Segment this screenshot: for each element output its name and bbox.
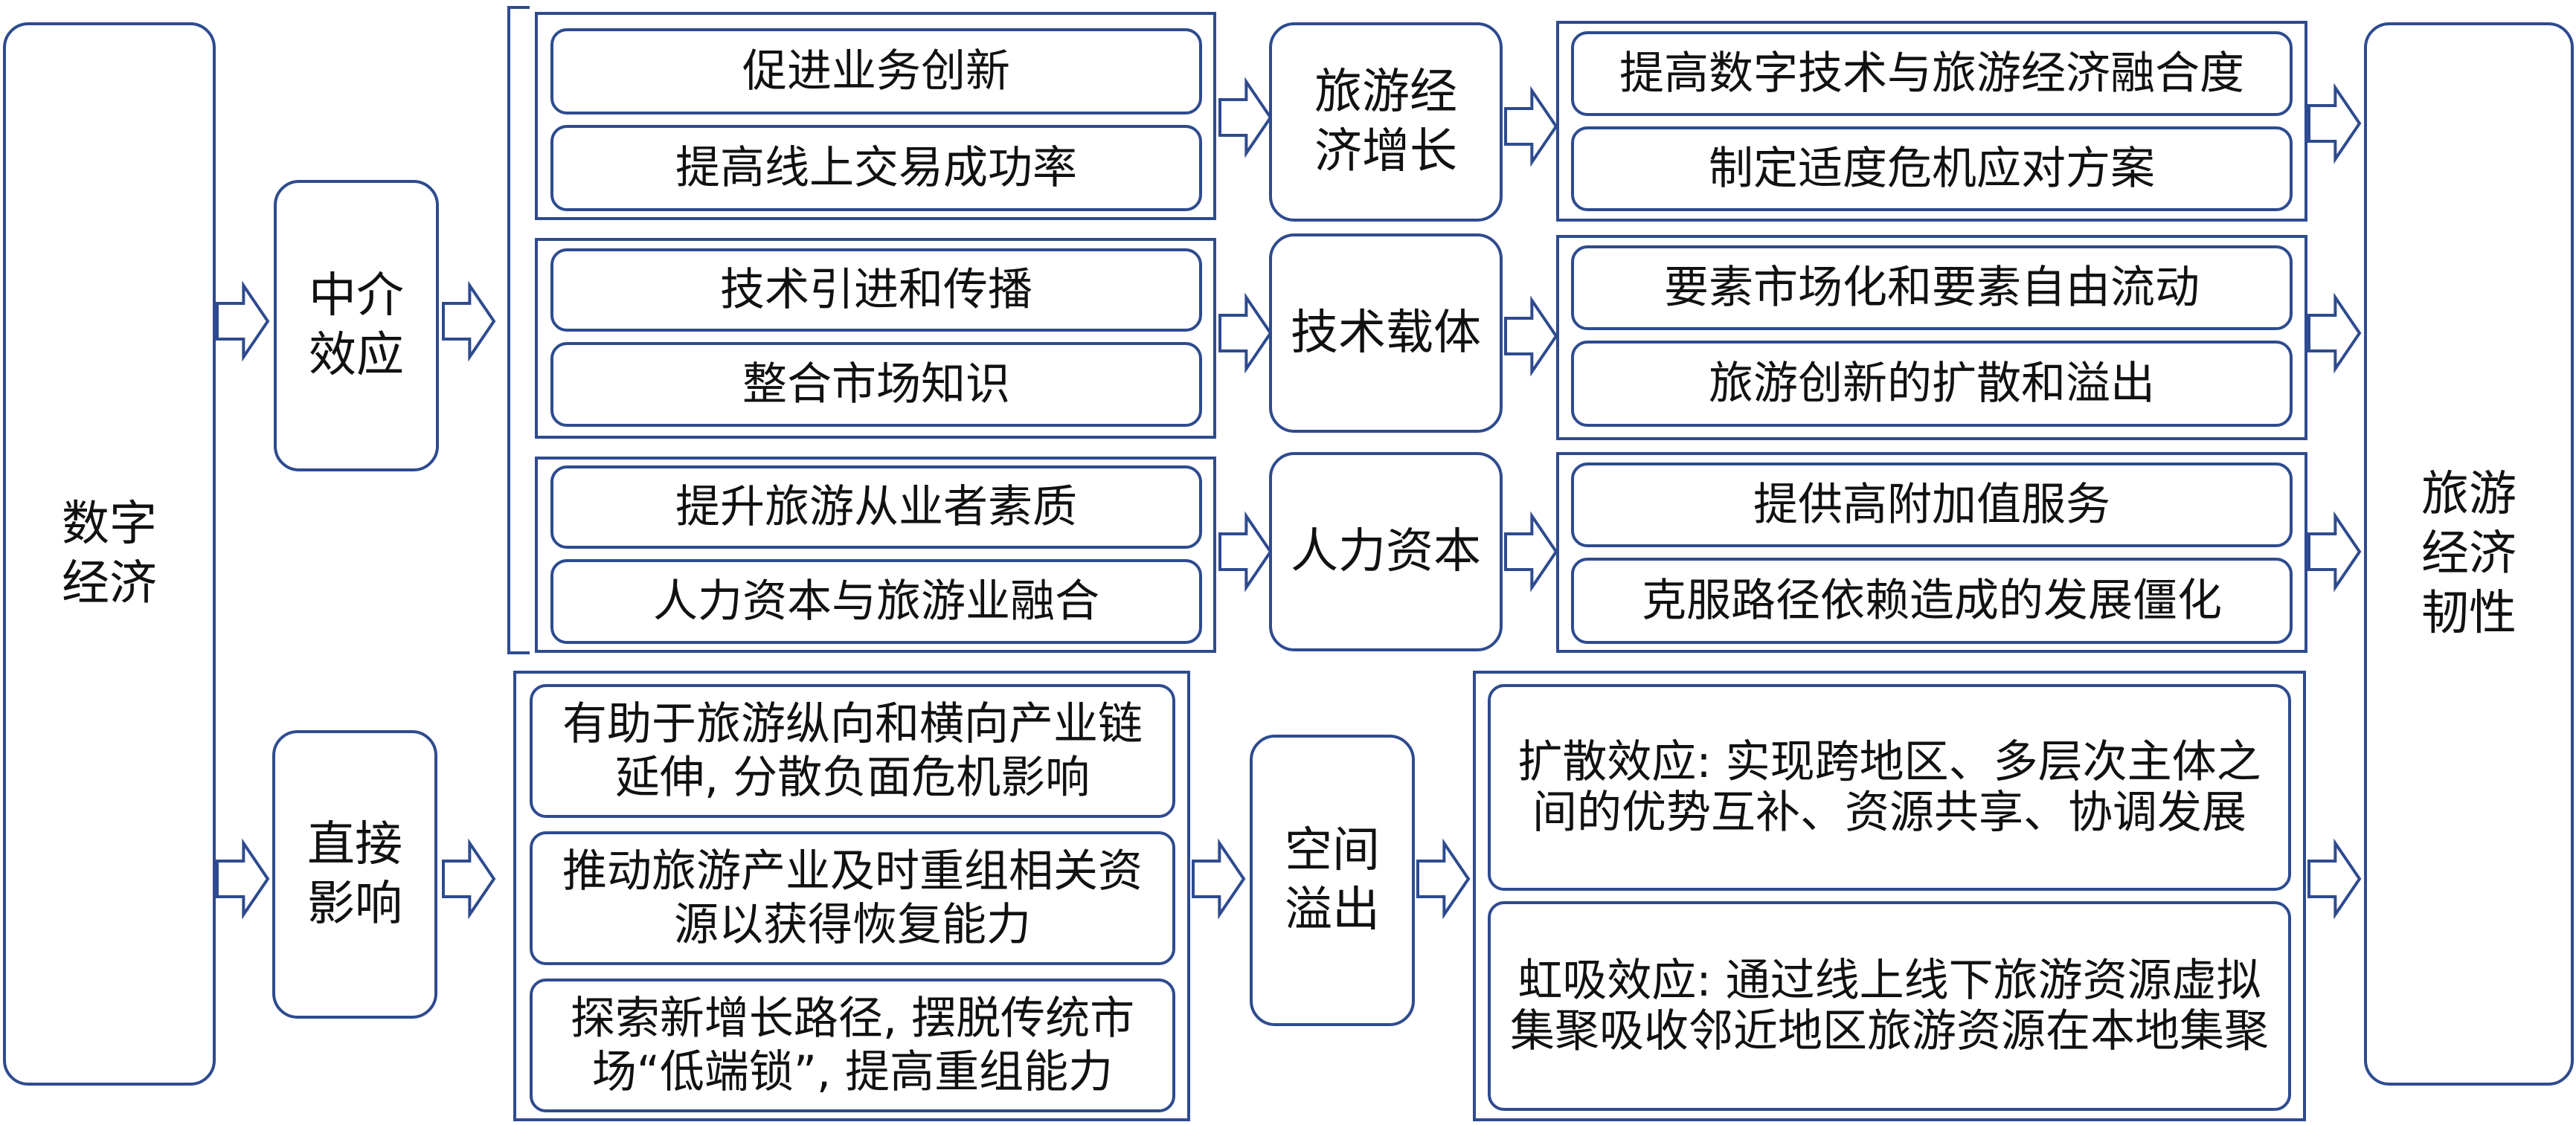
tech-output-text: 旅游创新的扩散和溢出 <box>1709 358 2155 410</box>
hollow-arrow <box>442 838 496 920</box>
digital-economy-label: 数字经济 <box>62 497 157 611</box>
spillover-output-text: 扩散效应: 实现跨地区、多层次主体之间的优势互补、资源共享、协调发展 <box>1517 736 2261 839</box>
tech-output-frame <box>1556 235 2307 440</box>
spatial-spillover-label: 空间溢出 <box>1285 823 1380 938</box>
growth-output-text: 提高数字技术与旅游经济融合度 <box>1619 48 2244 100</box>
spillover-output-frame <box>1473 671 2306 1121</box>
growth-output-item: 提高数字技术与旅游经济融合度 <box>1571 31 2293 116</box>
tech-output-item: 旅游创新的扩散和溢出 <box>1571 341 2293 427</box>
growth-output-text: 制定适度危机应对方案 <box>1709 143 2155 195</box>
hollow-arrow <box>2307 83 2362 164</box>
hollow-arrow <box>442 280 496 362</box>
hc-output-text: 提供高附加值服务 <box>1753 479 2110 531</box>
hc-output-text: 克服路径依赖造成的发展僵化 <box>1642 575 2222 627</box>
growth-output-item: 制定适度危机应对方案 <box>1571 126 2293 211</box>
spatial-spillover-node: 空间溢出 <box>1250 735 1415 1026</box>
hc-input-text: 提升旅游从业者素质 <box>675 481 1077 533</box>
hollow-arrow <box>1416 838 1471 920</box>
hollow-arrow <box>216 838 270 920</box>
tech-carrier-label: 技术载体 <box>1291 306 1481 361</box>
hollow-arrow <box>2307 292 2362 374</box>
mediating-bracket <box>507 6 530 654</box>
mediating-effect-node: 中介效应 <box>274 180 439 471</box>
growth-input-text: 提高线上交易成功率 <box>675 142 1077 194</box>
spillover-output-item: 扩散效应: 实现跨地区、多层次主体之间的优势互补、资源共享、协调发展 <box>1488 684 2291 891</box>
tech-input-item: 整合市场知识 <box>550 342 1202 427</box>
hollow-arrow <box>1192 838 1246 920</box>
tourism-resilience-node: 旅游经济韧性 <box>2364 22 2574 1086</box>
human-capital-node: 人力资本 <box>1269 452 1503 651</box>
tech-carrier-node: 技术载体 <box>1269 233 1503 433</box>
direct-input-frame <box>513 671 1190 1121</box>
hc-output-frame <box>1556 452 2307 653</box>
hc-input-item: 人力资本与旅游业融合 <box>550 559 1202 644</box>
hollow-arrow <box>2307 838 2362 920</box>
spillover-output-text: 虹吸效应: 通过线上线下旅游资源虚拟集聚吸收邻近地区旅游资源在本地集聚 <box>1510 955 2269 1057</box>
growth-input-item: 促进业务创新 <box>550 28 1202 115</box>
spillover-output-item: 虹吸效应: 通过线上线下旅游资源虚拟集聚吸收邻近地区旅游资源在本地集聚 <box>1488 901 2291 1111</box>
hollow-arrow <box>1504 295 1558 377</box>
direct-input-item: 有助于旅游纵向和横向产业链延伸, 分散负面危机影响 <box>530 684 1175 818</box>
direct-input-text: 探索新增长路径, 摆脱传统市场“低端锁”, 提高重组能力 <box>570 993 1135 1098</box>
hollow-arrow <box>1218 511 1273 593</box>
tech-input-text: 整合市场知识 <box>742 358 1010 410</box>
mediating-effect-label: 中介效应 <box>309 268 404 383</box>
arrow-group <box>216 77 2362 920</box>
human-capital-label: 人力资本 <box>1291 524 1481 579</box>
direct-input-text: 有助于旅游纵向和横向产业链延伸, 分散负面危机影响 <box>562 698 1143 804</box>
hollow-arrow <box>2307 511 2362 593</box>
hc-input-text: 人力资本与旅游业融合 <box>653 576 1099 628</box>
growth-input-item: 提高线上交易成功率 <box>550 125 1202 211</box>
direct-input-text: 推动旅游产业及时重组相关资源以获得恢复能力 <box>562 845 1143 951</box>
hc-output-item: 克服路径依赖造成的发展僵化 <box>1571 558 2293 644</box>
hollow-arrow <box>1504 86 1558 167</box>
tourism-resilience-label: 旅游经济韧性 <box>2421 467 2516 641</box>
growth-input-text: 促进业务创新 <box>742 45 1010 97</box>
hc-input-frame <box>535 457 1216 653</box>
tourism-growth-label: 旅游经济增长 <box>1314 65 1457 179</box>
hollow-arrow <box>1218 77 1273 158</box>
growth-input-frame <box>535 12 1216 220</box>
tech-input-frame <box>535 238 1216 439</box>
growth-output-frame <box>1556 21 2307 222</box>
hollow-arrow <box>1504 511 1558 593</box>
direct-input-item: 探索新增长路径, 摆脱传统市场“低端锁”, 提高重组能力 <box>530 979 1175 1112</box>
hollow-arrow <box>216 280 270 362</box>
direct-impact-label: 直接影响 <box>307 817 402 932</box>
hc-output-item: 提供高附加值服务 <box>1571 462 2293 547</box>
direct-impact-node: 直接影响 <box>272 730 437 1019</box>
tech-output-item: 要素市场化和要素自由流动 <box>1571 245 2293 330</box>
tech-input-item: 技术引进和传播 <box>550 248 1202 332</box>
hc-input-item: 提升旅游从业者素质 <box>550 465 1202 549</box>
tech-input-text: 技术引进和传播 <box>720 264 1032 316</box>
hollow-arrow <box>1218 292 1273 374</box>
tech-output-text: 要素市场化和要素自由流动 <box>1664 262 2200 314</box>
digital-economy-node: 数字经济 <box>3 22 216 1086</box>
tourism-growth-node: 旅游经济增长 <box>1269 22 1503 222</box>
direct-input-item: 推动旅游产业及时重组相关资源以获得恢复能力 <box>530 831 1175 965</box>
